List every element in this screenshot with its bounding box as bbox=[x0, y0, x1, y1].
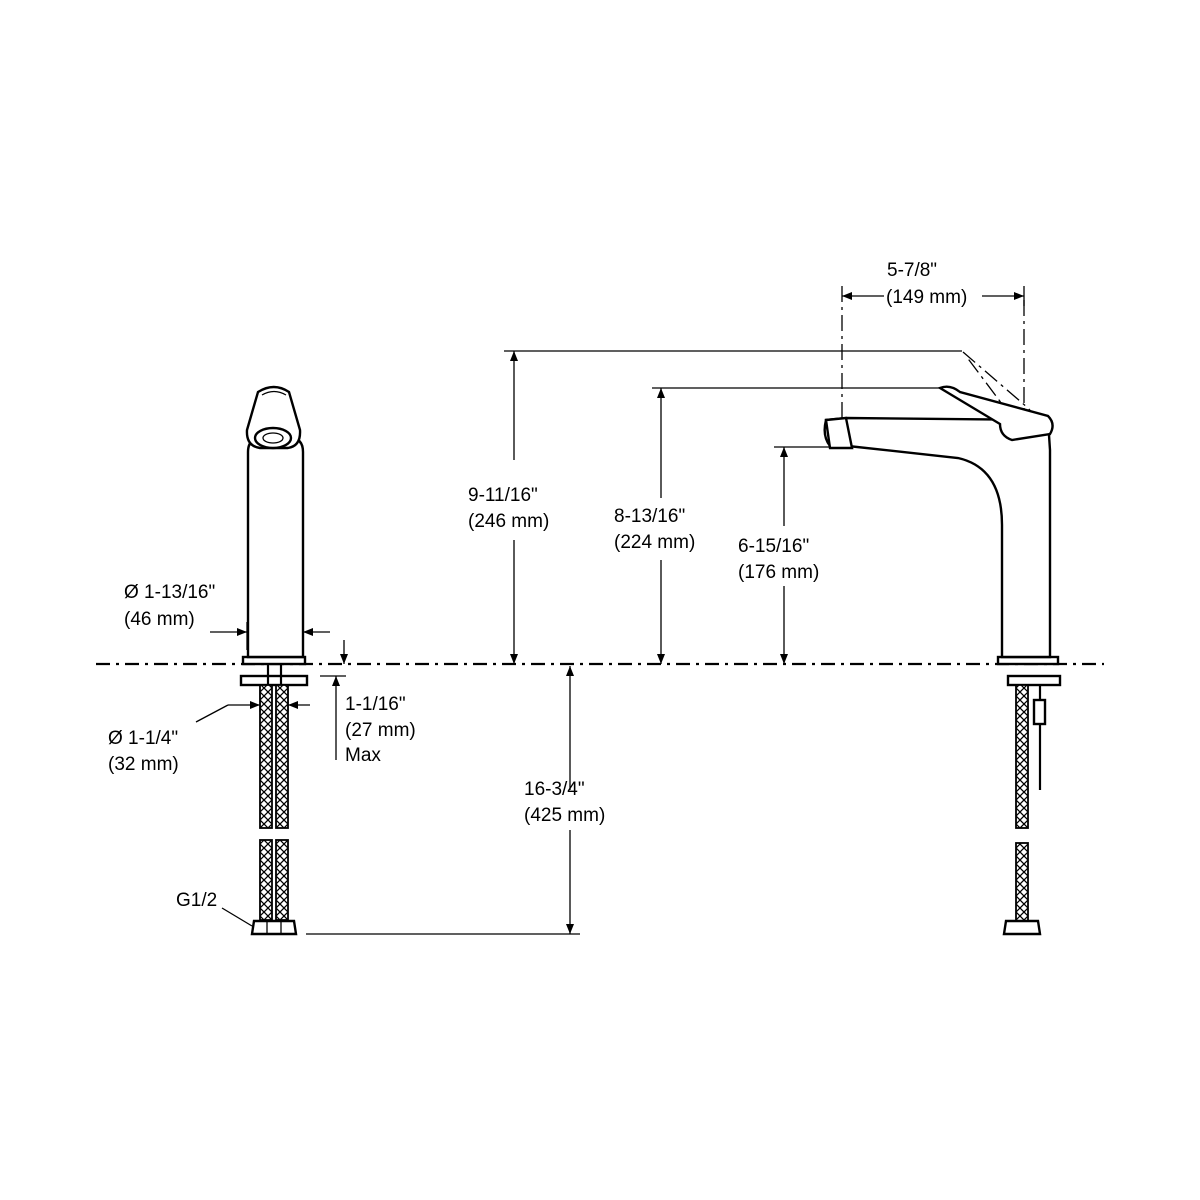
overall-height-label-in: 9-11/16" bbox=[468, 485, 538, 506]
dimension-shank-diameter: Ø 1-1/4" (32 mm) bbox=[108, 690, 310, 775]
base-diameter-label-mm: (46 mm) bbox=[124, 609, 195, 630]
dimension-hose-length: 16-3/4" (425 mm) bbox=[306, 666, 605, 935]
hose-length-label-mm: (425 mm) bbox=[524, 805, 605, 826]
front-hose-right bbox=[275, 684, 289, 829]
side-aerator-tip bbox=[824, 416, 854, 450]
handle-height-label-in: 8-13/16" bbox=[614, 506, 685, 527]
front-body bbox=[246, 436, 305, 659]
side-connector-nut bbox=[1002, 919, 1042, 936]
front-hose-lower-right bbox=[275, 839, 289, 921]
base-diameter-label-in: Ø 1-13/16" bbox=[124, 582, 215, 603]
handle-height-label-mm: (224 mm) bbox=[614, 532, 695, 553]
side-handle bbox=[937, 385, 1054, 442]
overall-height-label-mm: (246 mm) bbox=[468, 511, 549, 532]
hose-length-label-in: 16-3/4" bbox=[524, 779, 585, 800]
side-hose bbox=[1015, 684, 1029, 829]
spout-height-label-in: 6-15/16" bbox=[738, 536, 809, 557]
front-aerator bbox=[253, 426, 293, 450]
side-lift-rod bbox=[1032, 698, 1047, 726]
dimension-spout-height: 6-15/16" (176 mm) bbox=[738, 446, 830, 664]
side-view-faucet bbox=[823, 300, 1062, 936]
deck-thickness-label-in: 1-1/16" bbox=[345, 694, 406, 715]
dimension-connection: G1/2 bbox=[176, 890, 253, 927]
dimension-spout-reach: 5-7/8" (149 mm) bbox=[841, 260, 1025, 418]
front-view-faucet bbox=[239, 385, 309, 936]
connection-label: G1/2 bbox=[176, 890, 217, 911]
dimension-handle-height: 8-13/16" (224 mm) bbox=[614, 387, 940, 664]
spout-height-label-mm: (176 mm) bbox=[738, 562, 819, 583]
dimension-base-diameter: Ø 1-13/16" (46 mm) bbox=[124, 582, 330, 650]
deck-thickness-label-note: Max bbox=[345, 745, 381, 766]
front-hose-lower-left bbox=[259, 839, 273, 921]
dimension-deck-thickness: 1-1/16" (27 mm) Max bbox=[320, 640, 416, 766]
dimension-overall-height: 9-11/16" (246 mm) bbox=[468, 350, 962, 664]
deck-thickness-label-mm: (27 mm) bbox=[345, 720, 416, 741]
g12-connector-nut bbox=[250, 919, 298, 936]
front-shank-nut bbox=[239, 674, 309, 687]
spout-reach-label-mm: (149 mm) bbox=[886, 287, 967, 308]
shank-diameter-label-in: Ø 1-1/4" bbox=[108, 728, 178, 749]
side-body-spout bbox=[823, 416, 1052, 659]
side-hose-lower bbox=[1015, 842, 1029, 922]
spout-reach-label-in: 5-7/8" bbox=[887, 260, 937, 281]
shank-diameter-label-mm: (32 mm) bbox=[108, 754, 179, 775]
front-hose-left bbox=[259, 684, 273, 829]
side-shank-nut bbox=[1006, 674, 1062, 687]
